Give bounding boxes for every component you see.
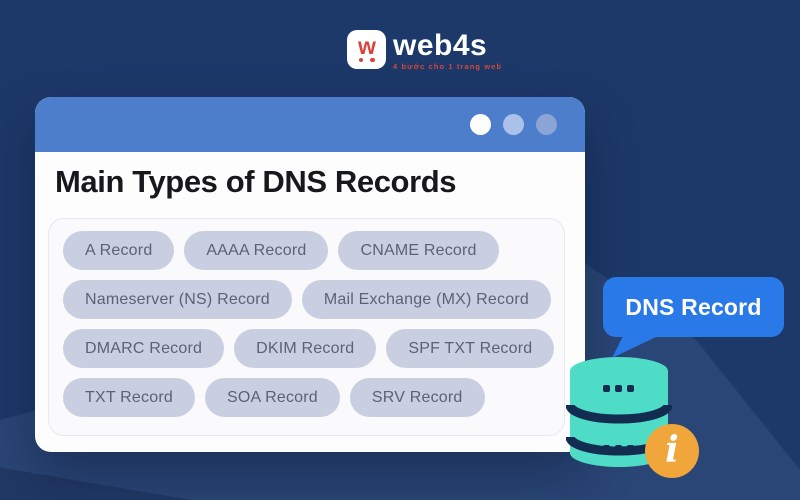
window-titlebar — [35, 97, 585, 152]
window-dot-icon[interactable] — [503, 114, 524, 135]
database-icon — [566, 357, 672, 467]
record-pill[interactable]: AAAA Record — [184, 231, 329, 270]
record-pill[interactable]: SOA Record — [204, 378, 340, 417]
window-dot-icon[interactable] — [470, 114, 491, 135]
callout-label: DNS Record — [625, 293, 762, 320]
page-title: Main Types of DNS Records — [55, 164, 457, 199]
record-pill[interactable]: Nameserver (NS) Record — [63, 280, 292, 319]
info-glyph: i — [665, 428, 679, 471]
record-pill[interactable]: DKIM Record — [234, 329, 377, 368]
record-pill[interactable]: DMARC Record — [63, 329, 225, 368]
web4s-logo: w web4s 4 bước cho 1 trang web — [347, 30, 502, 71]
record-pill[interactable]: Mail Exchange (MX) Record — [301, 280, 551, 319]
logo-wheel-dots-icon — [358, 57, 375, 63]
window-dot-icon[interactable] — [536, 114, 557, 135]
record-pill[interactable]: SPF TXT Record — [386, 329, 555, 368]
record-pill[interactable]: A Record — [63, 231, 175, 270]
logo-monogram: w — [358, 32, 376, 59]
info-icon: i — [645, 424, 699, 478]
brand-name: web4s — [393, 29, 488, 62]
dns-record-callout: DNS Record — [603, 277, 784, 358]
record-pill[interactable]: CNAME Record — [338, 231, 499, 270]
record-pill[interactable]: SRV Record — [349, 378, 485, 417]
logo-text: web4s 4 bước cho 1 trang web — [393, 30, 502, 71]
web4s-logo-icon: w — [347, 30, 386, 69]
record-pill[interactable]: TXT Record — [63, 378, 195, 417]
brand-tagline: 4 bước cho 1 trang web — [393, 62, 503, 72]
